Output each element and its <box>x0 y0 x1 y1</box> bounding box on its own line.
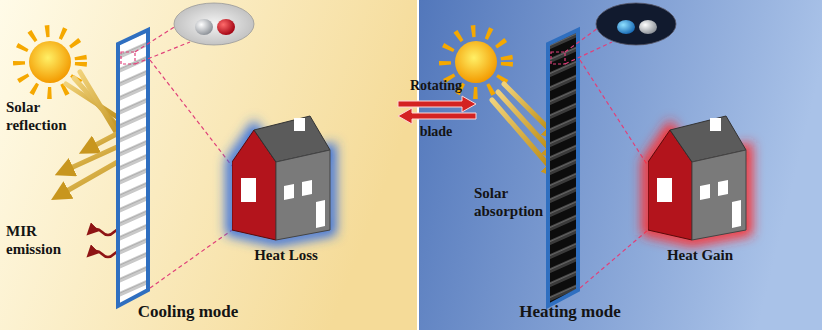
rotate-arrows <box>398 96 476 124</box>
divider <box>417 0 419 330</box>
mode-title: Heating mode <box>500 302 640 322</box>
cooling-background <box>0 0 418 330</box>
heat-label: Heat Loss <box>236 246 336 264</box>
louver-cooling <box>118 30 148 306</box>
heat-label: Heat Gain <box>650 246 750 264</box>
ray-label: Solar absorption <box>474 184 556 220</box>
house <box>232 116 330 240</box>
ray-label: Solar reflection <box>6 98 80 134</box>
house <box>648 116 746 240</box>
ray-label: MIR emission <box>6 222 78 258</box>
louver-heating <box>548 30 578 306</box>
mode-title: Cooling mode <box>118 302 258 322</box>
heating-background <box>418 0 822 330</box>
sun <box>19 31 81 93</box>
switch-label: Rotating blade <box>396 63 476 155</box>
